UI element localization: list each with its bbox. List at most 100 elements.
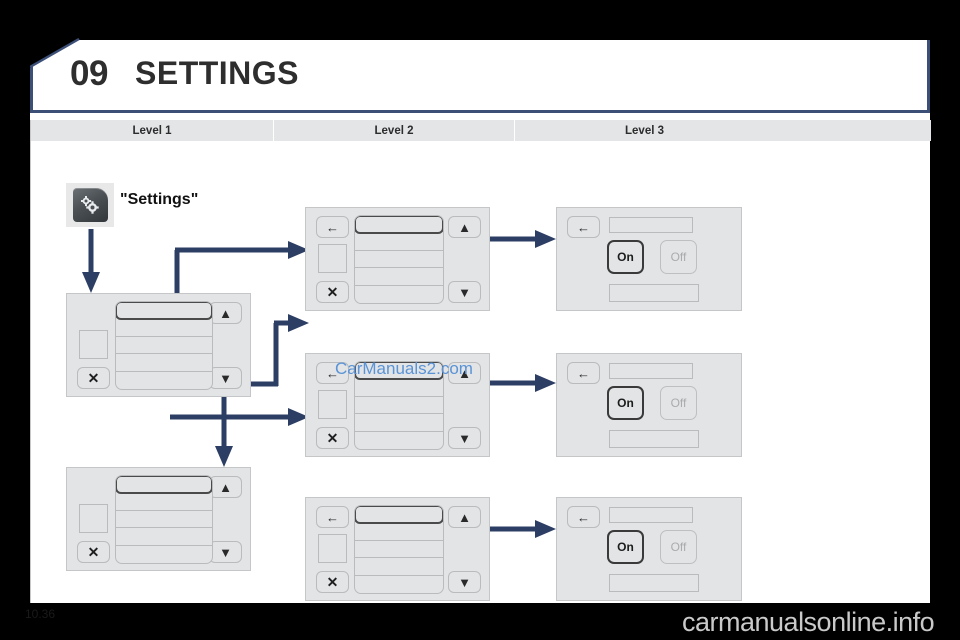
list-item[interactable] [355,523,443,541]
list-item[interactable] [355,286,443,303]
scroll-up-button[interactable]: ▲ [448,506,481,528]
option-on-button[interactable]: On [607,386,644,420]
settings-flow-diagram: "Settings" ✕ ▲ ▼ ✕ ▲ ▼ [30,141,930,603]
menu-list[interactable] [115,301,213,390]
close-icon: ✕ [326,574,339,590]
page-header: 09 SETTINGS [30,38,930,113]
list-item[interactable] [355,233,443,251]
list-item[interactable] [355,432,443,449]
toggle-screen-2[interactable]: ← On Off [556,353,742,457]
arrowhead-down-1 [82,272,100,293]
list-item[interactable] [355,251,443,269]
back-button[interactable]: ← [567,362,600,384]
arrowhead-right-2 [288,314,309,332]
blank-indicator-square [318,534,347,563]
list-item[interactable] [355,576,443,593]
list-item[interactable] [355,216,443,234]
down-arrow-icon: ▼ [219,544,232,560]
list-item[interactable] [355,397,443,415]
back-button[interactable]: ← [316,216,349,238]
up-arrow-icon: ▲ [458,509,471,525]
menu-list[interactable] [354,505,444,594]
page-title: SETTINGS [135,55,300,91]
list-item[interactable] [116,337,212,355]
list-item[interactable] [355,506,443,524]
manual-page: 09 SETTINGS Level 1 Level 2 Level 3 [30,38,931,603]
close-button[interactable]: ✕ [77,367,110,389]
list-item[interactable] [116,528,212,546]
close-icon: ✕ [87,370,100,386]
scroll-up-button[interactable]: ▲ [448,216,481,238]
level-column-1: Level 1 [31,120,274,141]
toggle-screen-1[interactable]: ← On Off [556,207,742,311]
settings-label: "Settings" [120,191,199,208]
scroll-down-button[interactable]: ▼ [209,541,242,563]
list-item[interactable] [355,362,443,380]
list-screen-1[interactable]: ✕ ▲ ▼ [66,293,251,397]
screen-bottom-bar [609,574,699,592]
up-arrow-icon: ▲ [458,365,471,381]
list-screen-2[interactable]: ✕ ▲ ▼ [66,467,251,571]
close-icon: ✕ [326,284,339,300]
list-item[interactable] [355,414,443,432]
list-screen-3[interactable]: ← ✕ ▲ ▼ [305,207,490,311]
option-on-button[interactable]: On [607,530,644,564]
option-off-button[interactable]: Off [660,386,697,420]
back-button[interactable]: ← [567,506,600,528]
back-button[interactable]: ← [316,506,349,528]
menu-list[interactable] [115,475,213,564]
list-item[interactable] [116,511,212,529]
option-on-button[interactable]: On [607,240,644,274]
back-arrow-icon: ← [577,365,590,381]
list-item[interactable] [116,319,212,337]
screen-title-bar [609,363,693,379]
arrowhead-right-1 [288,241,309,259]
list-item[interactable] [116,546,212,563]
close-button[interactable]: ✕ [316,571,349,593]
toggle-screen-3[interactable]: ← On Off [556,497,742,601]
level-bar: Level 1 Level 2 Level 3 [30,120,931,141]
close-button[interactable]: ✕ [316,427,349,449]
scroll-down-button[interactable]: ▼ [448,281,481,303]
list-item[interactable] [355,558,443,576]
back-arrow-icon: ← [577,219,590,235]
scroll-up-button[interactable]: ▲ [448,362,481,384]
list-item[interactable] [116,354,212,372]
list-item[interactable] [116,372,212,389]
blank-indicator-square [318,390,347,419]
header-left-edge [30,65,33,113]
blank-indicator-square [79,504,108,533]
list-item[interactable] [355,541,443,559]
blank-indicator-square [79,330,108,359]
scroll-up-button[interactable]: ▲ [209,302,242,324]
screen-bottom-bar [609,284,699,302]
close-button[interactable]: ✕ [316,281,349,303]
arrowhead-right-6 [535,520,556,538]
option-off-button[interactable]: Off [660,530,697,564]
arrowhead-right-3 [288,408,309,426]
scroll-down-button[interactable]: ▼ [209,367,242,389]
up-arrow-icon: ▲ [219,305,232,321]
list-item[interactable] [116,302,212,320]
close-button[interactable]: ✕ [77,541,110,563]
screen-title-bar [609,507,693,523]
list-item[interactable] [116,493,212,511]
back-button[interactable]: ← [567,216,600,238]
menu-list[interactable] [354,215,444,304]
option-off-button[interactable]: Off [660,240,697,274]
screen-bottom-bar [609,430,699,448]
scroll-down-button[interactable]: ▼ [448,571,481,593]
list-item[interactable] [355,379,443,397]
list-item[interactable] [116,476,212,494]
back-button[interactable]: ← [316,362,349,384]
down-arrow-icon: ▼ [219,370,232,386]
back-arrow-icon: ← [326,509,339,525]
list-item[interactable] [355,268,443,286]
list-screen-5[interactable]: ← ✕ ▲ ▼ [305,497,490,601]
scroll-up-button[interactable]: ▲ [209,476,242,498]
menu-list[interactable] [354,361,444,450]
arrowhead-down-2 [215,446,233,467]
list-screen-4[interactable]: ← ✕ ▲ ▼ [305,353,490,457]
blank-indicator-square [318,244,347,273]
scroll-down-button[interactable]: ▼ [448,427,481,449]
